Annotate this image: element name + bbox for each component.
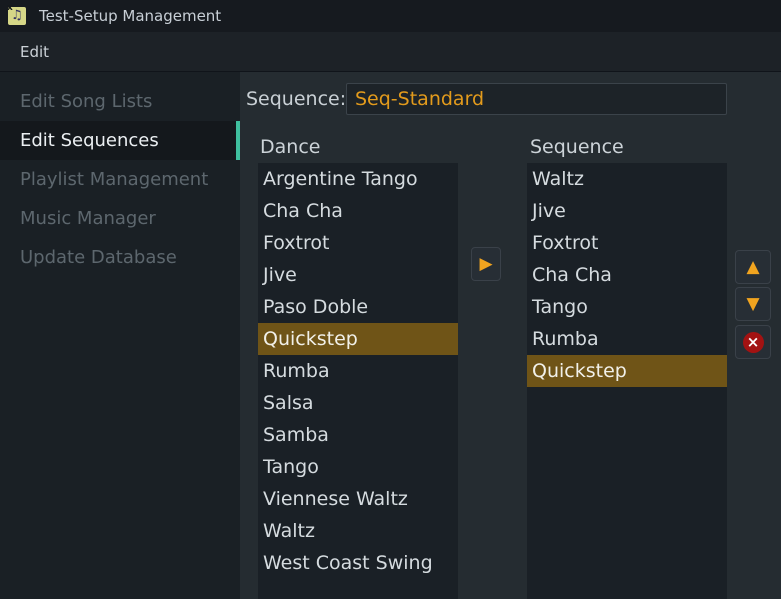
sequence-list-item[interactable]: Waltz xyxy=(532,168,584,190)
main-panel: Sequence: Dance Sequence Argentine Tango… xyxy=(240,72,781,599)
sequence-field-label: Sequence: xyxy=(246,88,347,110)
dance-list-item[interactable]: Viennese Waltz xyxy=(263,488,408,510)
sequence-list-item[interactable]: Quickstep xyxy=(527,355,727,387)
move-down-button[interactable]: ▼ xyxy=(735,287,771,321)
dance-list-item[interactable]: West Coast Swing xyxy=(263,552,433,574)
dance-list-item[interactable]: Tango xyxy=(263,456,319,478)
dance-list-item[interactable]: Salsa xyxy=(263,392,314,414)
dance-list-item[interactable]: Samba xyxy=(263,424,329,446)
sidebar-item[interactable]: Playlist Management xyxy=(20,169,209,190)
sidebar-item[interactable]: Update Database xyxy=(20,247,177,268)
sidebar-item[interactable]: Edit Sequences xyxy=(0,121,240,160)
up-triangle-icon: ▲ xyxy=(746,256,760,277)
right-triangle-icon: ▶ xyxy=(479,253,493,274)
dance-list-item[interactable]: Foxtrot xyxy=(263,232,330,254)
sequence-list-header: Sequence xyxy=(530,136,624,158)
menu-bar: Edit xyxy=(0,32,781,72)
dance-list-item[interactable]: Cha Cha xyxy=(263,200,343,222)
sequence-list-item[interactable]: Foxtrot xyxy=(532,232,599,254)
dance-list-item[interactable]: Paso Doble xyxy=(263,296,369,318)
sidebar-item[interactable]: Edit Song Lists xyxy=(20,91,153,112)
delete-button[interactable]: × xyxy=(735,325,771,359)
sequence-list-item[interactable]: Tango xyxy=(532,296,588,318)
dance-list-item[interactable]: Jive xyxy=(263,264,297,286)
title-bar: ♫ x Test-Setup Management xyxy=(0,0,781,32)
dance-list-header: Dance xyxy=(260,136,321,158)
dance-list-item[interactable]: Argentine Tango xyxy=(263,168,418,190)
move-up-button[interactable]: ▲ xyxy=(735,250,771,284)
dance-list-item[interactable]: Rumba xyxy=(263,360,330,382)
dance-list-item[interactable]: Waltz xyxy=(263,520,315,542)
app-icon-x: x xyxy=(7,3,13,13)
add-to-sequence-button[interactable]: ▶ xyxy=(471,247,501,281)
down-triangle-icon: ▼ xyxy=(746,293,760,314)
music-note-icon: ♫ xyxy=(11,8,23,23)
menu-edit[interactable]: Edit xyxy=(20,42,50,61)
app-icon: ♫ x xyxy=(7,3,26,25)
dance-list-item[interactable]: Quickstep xyxy=(258,323,458,355)
sequence-list-item[interactable]: Jive xyxy=(532,200,566,222)
delete-x-icon: × xyxy=(742,331,764,353)
window-title: Test-Setup Management xyxy=(39,7,222,25)
sidebar-item[interactable]: Music Manager xyxy=(20,208,156,229)
sequence-name-input[interactable] xyxy=(346,83,727,115)
sequence-list-item[interactable]: Rumba xyxy=(532,328,599,350)
sequence-list-item[interactable]: Cha Cha xyxy=(532,264,612,286)
